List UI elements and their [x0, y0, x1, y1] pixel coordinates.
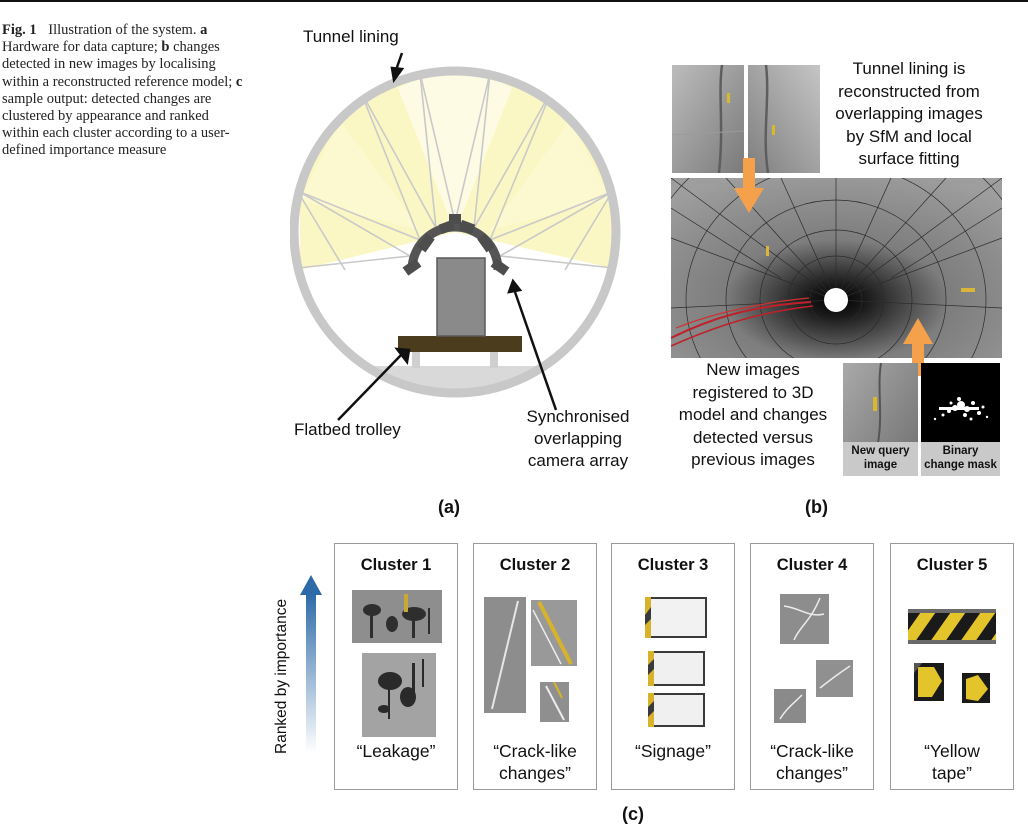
yellow-tape-thumb-3	[962, 673, 990, 703]
crack-thumb-4	[780, 594, 829, 644]
light-beam-lines	[297, 72, 615, 271]
tunnel-lining-label: Tunnel lining	[303, 27, 399, 46]
flatbed-trolley-label: Flatbed trolley	[294, 420, 401, 439]
new-query-image-label: New query image	[851, 445, 910, 471]
crack-thumb-3	[540, 682, 569, 722]
orange-arrow-down	[734, 158, 764, 213]
cluster-4: Cluster 4 “Crack-like changes”	[750, 543, 874, 790]
signage-thumb-3	[648, 693, 705, 727]
cluster-1: Cluster 1 “Leakage”	[334, 543, 458, 790]
cluster-label: “Yellow tape”	[924, 741, 980, 783]
panel-c-letter: (c)	[622, 804, 644, 824]
registration-description: New images registered to 3D model and ch…	[678, 360, 828, 469]
cluster-title: Cluster 2	[499, 556, 571, 574]
cluster-title: Cluster 1	[360, 556, 432, 574]
tunnel-lining-ring	[290, 66, 621, 398]
cluster-3: Cluster 3 “Signage”	[611, 543, 735, 790]
cluster-title: Cluster 4	[776, 556, 848, 574]
signage-thumb-2	[648, 651, 705, 686]
cluster-label: “Leakage”	[356, 741, 436, 761]
tunnel-floor	[294, 366, 616, 393]
leakage-thumb-2	[362, 653, 436, 737]
rank-axis-label: Ranked by importance	[273, 598, 290, 754]
figure-caption: Fig. 1 Illustration of the system. a Har…	[2, 22, 243, 159]
panel-a-letter: (a)	[438, 497, 460, 517]
top-rule	[0, 0, 1028, 2]
crack-thumb-6	[774, 689, 806, 723]
camera-arch	[407, 222, 503, 271]
panel-b-letter: (b)	[805, 497, 828, 517]
camera-array-label: Synchronised overlapping camera array	[526, 407, 630, 470]
new-query-image	[843, 363, 918, 476]
leakage-thumb-1	[352, 590, 442, 643]
crack-thumb-2	[531, 600, 577, 666]
cluster-label: “Signage”	[635, 741, 711, 761]
camera-mount-box	[436, 257, 486, 337]
yellow-tape-thumb-1	[908, 609, 996, 644]
signage-thumb-1	[645, 597, 707, 638]
crack-thumb-1	[484, 597, 526, 713]
panel-a-illustration	[290, 52, 621, 421]
cluster-label: “Crack-like changes”	[770, 741, 854, 783]
binary-change-mask-label: Binary change mask	[924, 445, 997, 471]
cluster-label: “Crack-like changes”	[493, 741, 577, 783]
yellow-tape-thumb-2	[914, 663, 944, 701]
camera-array	[402, 214, 510, 276]
reconstruction-description: Tunnel lining is reconstructed from over…	[835, 59, 983, 168]
cluster-title: Cluster 3	[637, 556, 709, 574]
cluster-title: Cluster 5	[916, 556, 988, 574]
overlapping-image-right	[748, 65, 820, 173]
crack-thumb-5	[816, 660, 853, 697]
overlapping-image-left	[672, 65, 744, 173]
cluster-5: Cluster 5 “Yellow tape”	[890, 543, 1014, 790]
annotation-arrows	[337, 52, 558, 421]
cluster-2: Cluster 2 “Crack-like changes”	[473, 543, 597, 790]
figure-number: Fig. 1	[2, 22, 37, 38]
trolley	[398, 336, 522, 368]
binary-change-mask-image	[921, 363, 1000, 476]
tunnel-reconstruction-image	[671, 178, 1002, 358]
rank-arrow	[300, 575, 322, 753]
